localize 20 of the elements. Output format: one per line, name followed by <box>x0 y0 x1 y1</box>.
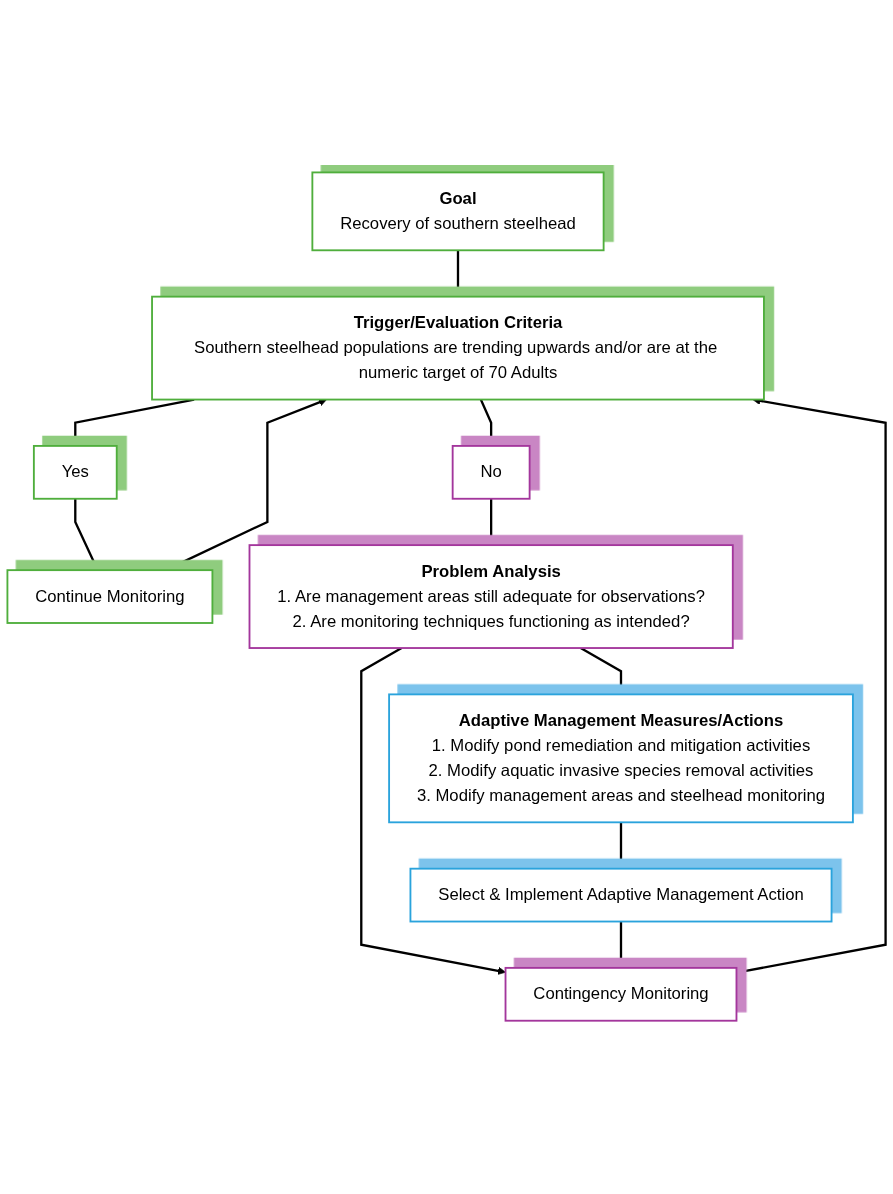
node-box: Yes <box>32 445 118 501</box>
arrow <box>736 397 887 975</box>
arrow <box>479 399 496 447</box>
arrow <box>487 499 496 546</box>
node-box: No <box>451 445 531 501</box>
node-box: Goal Recovery of southern steelhead <box>311 171 605 252</box>
arrow <box>616 822 626 870</box>
node-box: Continue Monitoring <box>6 569 214 625</box>
arrow <box>453 250 463 298</box>
node-box: Trigger/Evaluation Criteria Southern steelhead populations are trending upwards and/or are at the numeric target of 70 Adults <box>151 296 765 401</box>
node-box: Problem Analysis 1. Are management areas still adequate for observations? 2. Are monitoring techniques functioning as intended? <box>248 544 734 650</box>
arrow <box>616 921 626 969</box>
node-box: Select & Implement Adaptive Management Action <box>409 868 833 923</box>
arrow <box>165 398 327 572</box>
arrow <box>360 647 506 976</box>
arrow <box>74 499 99 571</box>
node-box: Contingency Monitoring <box>504 967 738 1023</box>
node-box: Adaptive Management Measures/Actions 1. Modify pond remediation and mitigation activities 2. Modify aquatic invasive species removal activities 3. Modify management areas and steelhead monitoring <box>388 693 854 824</box>
arrow <box>580 647 626 696</box>
arrow <box>71 398 195 447</box>
